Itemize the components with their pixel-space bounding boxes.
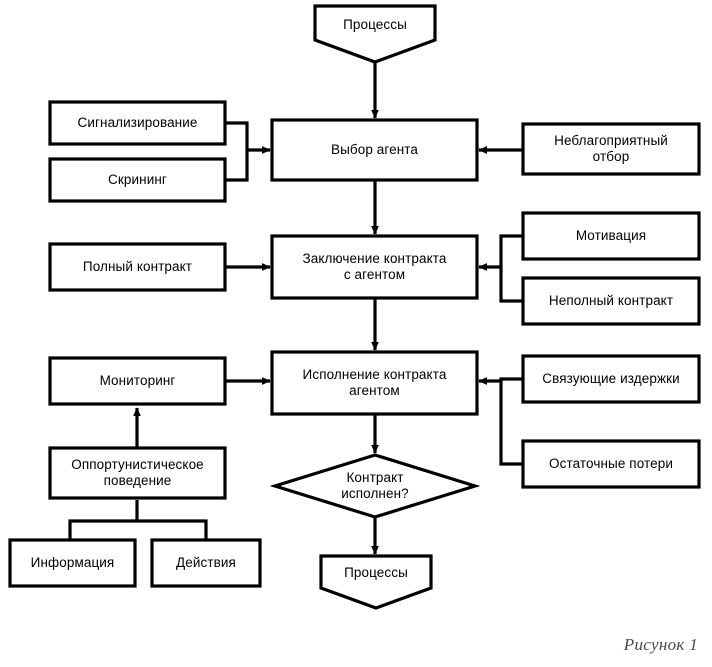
node-agent-selection[interactable] [270, 118, 479, 182]
node-contract-conclusion[interactable] [270, 234, 479, 300]
figure-caption: Рисунок 1 [623, 635, 698, 654]
node-contract-execution[interactable] [270, 350, 479, 416]
edge-motivation-to-merge [499, 234, 523, 267]
node-residual-loss[interactable] [521, 439, 701, 489]
node-complete-contract[interactable] [48, 242, 227, 292]
node-information[interactable] [8, 538, 137, 588]
edge-signaling-to-merge [225, 121, 249, 150]
edge-bonding-costs-to-merge [499, 377, 523, 381]
node-screening[interactable] [48, 157, 227, 203]
node-motivation[interactable] [521, 211, 701, 261]
node-process-bottom[interactable] [319, 554, 433, 610]
edge-incomplete-contract-to-merge [499, 267, 523, 303]
node-monitoring[interactable] [48, 356, 227, 406]
node-incomplete-contract[interactable] [521, 276, 701, 326]
edge-actions-to-merge [137, 519, 208, 540]
node-adverse-selection[interactable] [521, 122, 701, 176]
node-signaling[interactable] [48, 100, 227, 146]
node-process-top[interactable] [313, 4, 437, 64]
edge-screening-to-merge [225, 150, 249, 182]
node-bonding-costs[interactable] [521, 354, 701, 404]
node-contract-fulfilled[interactable] [269, 453, 481, 519]
edge-residual-loss-to-merge [499, 381, 523, 466]
node-opportunistic-behavior[interactable] [48, 446, 227, 500]
edge-information-to-merge [68, 519, 137, 540]
node-actions[interactable] [150, 538, 262, 588]
